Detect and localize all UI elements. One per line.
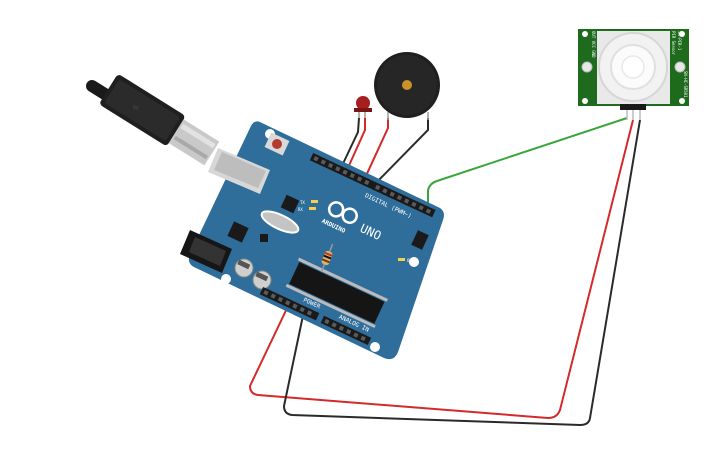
wires <box>248 117 641 427</box>
svg-text:TX: TX <box>300 200 305 205</box>
resistor[interactable] <box>318 243 337 274</box>
capacitor <box>252 270 272 290</box>
wire-black-pir-gnd[interactable] <box>282 119 641 427</box>
mount-hole <box>370 342 380 352</box>
wire-black-buzzer[interactable] <box>373 118 429 186</box>
usb-chip <box>280 194 300 214</box>
smd-chip <box>260 234 268 242</box>
svg-text:ON: ON <box>407 258 412 263</box>
usb-plug-metal <box>168 119 220 166</box>
red-led[interactable] <box>354 96 372 118</box>
pir-label-d: SN-HC-SR501 <box>683 71 688 98</box>
reset-button-cap[interactable] <box>272 139 282 149</box>
arduino-board[interactable]: ARDUINO UNO TX RX ON DIG <box>180 121 444 360</box>
wire-red-led[interactable] <box>346 118 366 171</box>
usb-cable[interactable]: ⇌ <box>86 74 221 169</box>
pir-pot-right <box>674 61 686 73</box>
wire-red-pir-vcc[interactable] <box>248 119 634 420</box>
voltage-regulator <box>227 221 249 243</box>
svg-text:RX: RX <box>298 207 303 212</box>
atmega-chip <box>285 257 388 329</box>
piezo-buzzer[interactable] <box>374 52 440 120</box>
wire-green-pir-out[interactable] <box>427 117 628 221</box>
pir-label-b: SN-PIR-1 <box>677 31 682 51</box>
pir-pin-header[interactable] <box>620 104 646 110</box>
status-leds: TX RX ON <box>298 200 412 263</box>
mount-hole <box>221 274 231 284</box>
capacitor <box>234 258 254 278</box>
pir-label-c: OUT VCC GND <box>591 31 596 58</box>
pir-motion-sensor[interactable]: PIR Sensor SN-PIR-1 OUT VCC GND SN-HC-SR… <box>578 29 689 120</box>
dc-power-jack[interactable] <box>180 230 232 273</box>
usb-icon: ⇌ <box>130 101 141 114</box>
crystal-oscillator <box>260 210 300 234</box>
mount-hole <box>409 257 419 267</box>
buzzer-hole <box>402 80 412 90</box>
usb-b-jack[interactable] <box>208 148 270 194</box>
pir-pot-left <box>581 61 593 73</box>
pir-label-a: PIR Sensor <box>671 31 676 56</box>
icsp-header <box>411 230 429 250</box>
wire-black-led[interactable] <box>339 117 360 171</box>
